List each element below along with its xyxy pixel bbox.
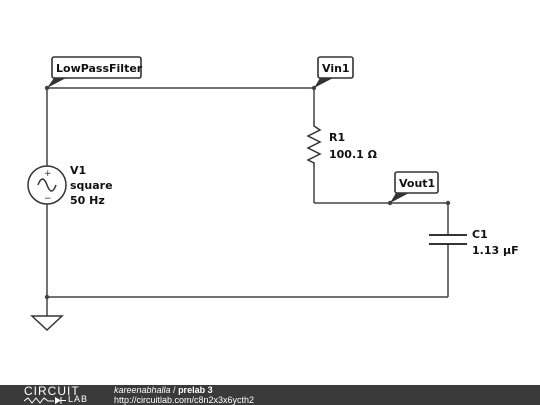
source-body (27, 165, 67, 205)
footer-bar: CIRCUIT LAB kareenabhalla / prelab 3 htt… (0, 385, 540, 405)
net-label-pointer (314, 78, 333, 88)
logo-text-bottom: LAB (68, 394, 89, 404)
sine-wave-icon (37, 178, 57, 192)
author-link[interactable]: kareenabhalla (114, 385, 171, 395)
logo-waveform-icon (24, 397, 66, 404)
capacitor-c1[interactable] (429, 234, 467, 245)
net-label-text: Vout1 (399, 177, 435, 190)
capacitor-name-label: C1 (472, 228, 488, 241)
resistor-r1[interactable] (306, 121, 322, 167)
circuit-title-link[interactable]: prelab 3 (178, 385, 213, 395)
net-label-box (394, 171, 439, 194)
source-waveform-label: square (70, 179, 113, 192)
circuitlab-logo[interactable]: CIRCUIT LAB (24, 384, 94, 405)
node-bottom-left (44, 294, 50, 300)
net-label-pointer (47, 78, 66, 88)
net-label-vin1[interactable]: Vin1 (314, 56, 354, 88)
voltage-source-v1[interactable]: + − (27, 165, 67, 205)
capacitor-value-label: 1.13 µF (472, 244, 519, 257)
source-frequency-label: 50 Hz (70, 194, 105, 207)
net-label-box (51, 56, 142, 79)
source-plus-sign: + (44, 169, 52, 179)
net-label-vout1[interactable]: Vout1 (390, 171, 439, 203)
ground-icon (30, 315, 64, 332)
logo-text-top: CIRCUIT (24, 384, 80, 398)
resistor-name-label: R1 (329, 131, 345, 144)
net-label-lowpassfilter[interactable]: LowPassFilter (47, 56, 143, 88)
net-label-pointer (390, 193, 409, 203)
net-label-box (317, 56, 354, 79)
circuit-attribution: kareenabhalla / prelab 3 (114, 386, 213, 395)
node-output-right (445, 200, 451, 206)
resistor-value-label: 100.1 Ω (329, 148, 378, 161)
source-minus-sign: − (44, 194, 52, 204)
source-name-label: V1 (70, 164, 86, 177)
net-label-text: LowPassFilter (56, 62, 143, 75)
author-separator: / (170, 385, 179, 395)
net-label-text: Vin1 (322, 62, 350, 75)
circuit-url-link[interactable]: http://circuitlab.com/c8n2x3x6ycth2 (114, 395, 255, 405)
